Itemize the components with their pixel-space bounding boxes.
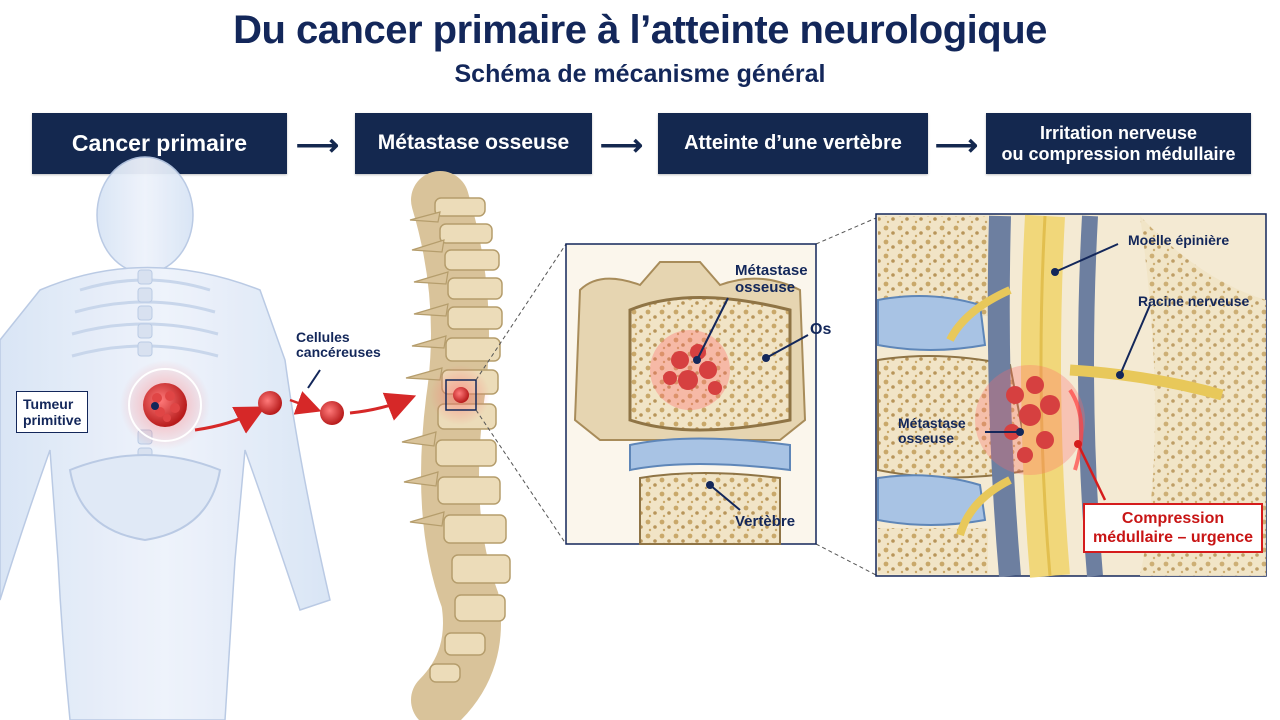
- label-tumeur-primitive: Tumeur primitive: [16, 391, 89, 434]
- label-line: Métastase: [898, 415, 966, 431]
- step-label: Métastase osseuse: [377, 131, 570, 155]
- label-line: Compression: [1121, 510, 1225, 527]
- label-vertebre: Vertèbre: [735, 513, 796, 530]
- label-line: Cellules: [296, 329, 350, 345]
- spine-column: [401, 171, 511, 720]
- label-line: osseuse: [735, 278, 796, 296]
- step-label: Irritation nerveuse: [1039, 122, 1198, 143]
- vertebra-zoom-panel: [565, 243, 817, 545]
- step-label: ou compression médullaire: [1001, 143, 1236, 164]
- zoom-lines: [475, 217, 877, 576]
- step-metastase-osseuse: Métastase osseuse: [355, 113, 592, 174]
- label-line: médullaire – urgence: [1093, 529, 1254, 547]
- page-title: Du cancer primaire à l’atteinte neurolog…: [233, 8, 1047, 52]
- step-label: Cancer primaire: [71, 130, 248, 157]
- body-silhouette: [0, 156, 331, 720]
- label-line: osseuse: [898, 430, 955, 447]
- label-line: cancéreuses: [296, 344, 381, 361]
- label-compression-urgence: Compression médullaire – urgence: [1083, 503, 1264, 554]
- flow-arrow-icon: ⟶: [296, 129, 340, 162]
- cancer-cells-travel: [194, 369, 417, 434]
- page-subtitle: Schéma de mécanisme général: [454, 60, 826, 88]
- flow-arrow-icon: ⟶: [935, 129, 979, 162]
- step-atteinte-vertebre: Atteinte d’une vertèbre: [658, 113, 928, 174]
- label-line: Tumeur: [23, 396, 74, 412]
- label-metastase-osseuse-detail: Métastase osseuse: [898, 415, 966, 447]
- label-cellules-cancereuses: Cellules cancéreuses: [296, 329, 381, 361]
- flow-arrow-icon: ⟶: [600, 129, 644, 162]
- primary-tumor: [120, 360, 210, 450]
- step-compression-medullaire: Irritation nerveuse ou compression médul…: [986, 113, 1251, 174]
- label-moelle-epiniere: Moelle épinière: [1128, 232, 1230, 248]
- label-os: Os: [810, 321, 832, 338]
- label-racine-nerveuse: Racine nerveuse: [1138, 293, 1250, 309]
- step-label: Atteinte d’une vertèbre: [684, 132, 902, 154]
- label-line: primitive: [23, 412, 82, 429]
- label-metastase-osseuse-zoom: Métastase osseuse: [735, 262, 808, 296]
- label-line: Métastase: [735, 262, 808, 279]
